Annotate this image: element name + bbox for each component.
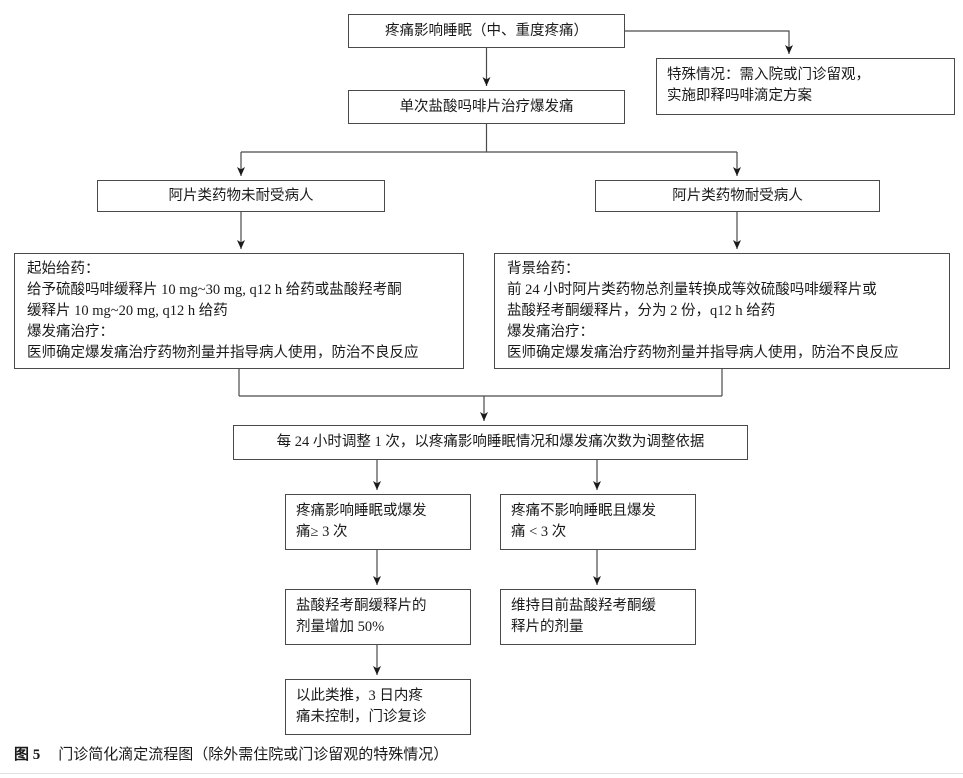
node-tolerant-regimen: 背景给药： 前 24 小时阿片类药物总剂量转换成等效硫酸吗啡缓释片或 盐酸羟考酮…: [494, 253, 950, 369]
node-special-case: 特殊情况：需入院或门诊留观， 实施即释吗啡滴定方案: [656, 58, 955, 115]
figure-caption-text: 门诊简化滴定流程图（除外需住院或门诊留观的特殊情况）: [58, 747, 449, 763]
figure-caption: 图 5 门诊简化滴定流程图（除外需住院或门诊留观的特殊情况）: [14, 743, 448, 764]
node-opioid-naive: 阿片类药物未耐受病人: [97, 180, 385, 212]
node-cond-poor: 疼痛影响睡眠或爆发 痛≥ 3 次: [285, 494, 471, 550]
node-naive-regimen: 起始给药： 给予硫酸吗啡缓释片 10 mg~30 mg, q12 h 给药或盐酸…: [14, 253, 464, 369]
node-pain-affects-sleep: 疼痛影响睡眠（中、重度疼痛）: [348, 14, 625, 48]
node-single-dose: 单次盐酸吗啡片治疗爆发痛: [348, 90, 625, 124]
node-followup: 以此类推，3 日内疼 痛未控制，门诊复诊: [285, 679, 471, 735]
node-action-increase: 盐酸羟考酮缓释片的 剂量增加 50%: [285, 589, 471, 645]
node-adjust-24h: 每 24 小时调整 1 次，以疼痛影响睡眠情况和爆发痛次数为调整依据: [233, 425, 748, 460]
node-opioid-tolerant: 阿片类药物耐受病人: [595, 180, 880, 212]
figure-caption-label: 图 5: [14, 747, 41, 763]
bottom-divider: [0, 773, 963, 774]
arrow-pain-to-special: [625, 30, 793, 54]
node-cond-good: 疼痛不影响睡眠且爆发 痛 < 3 次: [500, 494, 696, 550]
node-action-maintain: 维持目前盐酸羟考酮缓 释片的剂量: [500, 589, 696, 645]
